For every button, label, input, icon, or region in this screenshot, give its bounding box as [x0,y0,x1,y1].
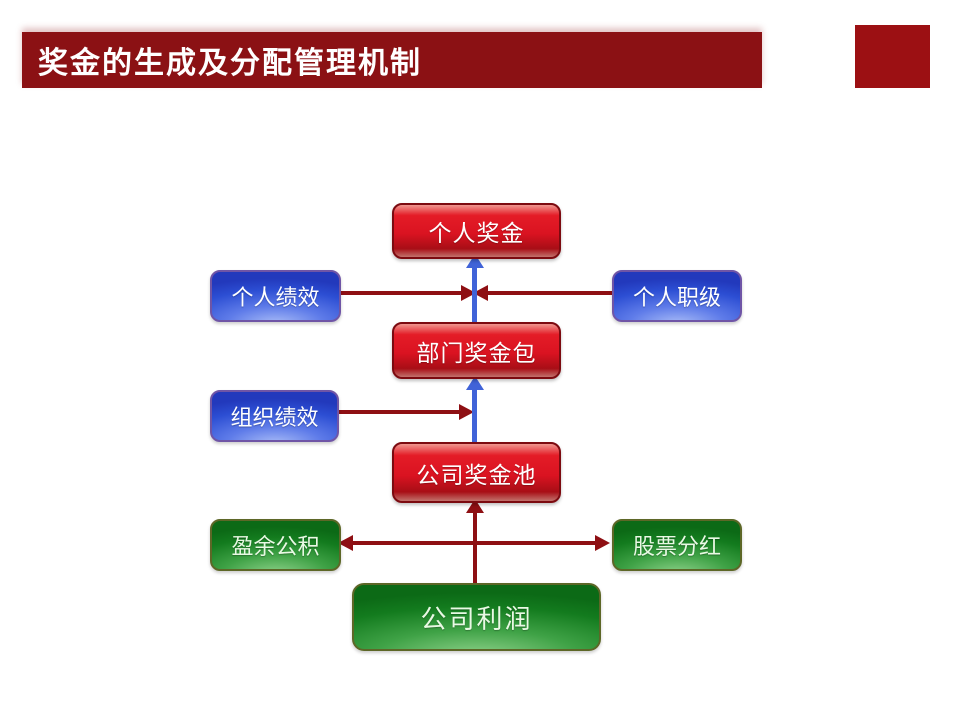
title-bar: 奖金的生成及分配管理机制 [22,32,762,88]
node-stock-dividend: 股票分红 [612,519,742,571]
blue-arrowhead-up-icon [466,376,484,390]
red-arrow-performance-line [337,291,462,295]
node-label: 个人职级 [632,285,721,310]
node-personal-performance: 个人绩效 [210,270,341,322]
red-arrowhead-right-icon [459,404,474,420]
accent-square [855,25,930,88]
red-arrow-rank-line [488,291,612,295]
blue-arrow-pool-to-dept-line [472,389,477,442]
node-department-bonus-pack: 部门奖金包 [392,322,561,379]
node-org-performance: 组织绩效 [210,390,339,442]
node-label: 盈余公积 [231,534,320,559]
red-arrowhead-right-icon [595,535,610,551]
node-label: 部门奖金包 [416,340,537,366]
node-personal-rank: 个人职级 [612,270,742,322]
node-label: 组织绩效 [230,405,319,430]
page-title: 奖金的生成及分配管理机制 [38,47,422,80]
red-arrowhead-left-icon [338,535,353,551]
node-company-bonus-pool: 公司奖金池 [392,442,561,503]
node-label: 股票分红 [632,534,721,559]
blue-arrow-dept-to-personal-line [472,267,477,322]
red-arrow-distribution-line [352,541,598,545]
red-arrow-profit-to-pool-line [473,512,477,583]
node-label: 个人绩效 [231,285,320,310]
node-label: 个人奖金 [428,221,525,246]
node-personal-bonus: 个人奖金 [392,203,561,259]
node-company-profit: 公司利润 [352,583,601,651]
node-label: 公司奖金池 [416,462,537,488]
node-label: 公司利润 [420,604,533,634]
red-arrow-org-performance-line [335,410,459,414]
node-surplus-reserve: 盈余公积 [210,519,341,571]
